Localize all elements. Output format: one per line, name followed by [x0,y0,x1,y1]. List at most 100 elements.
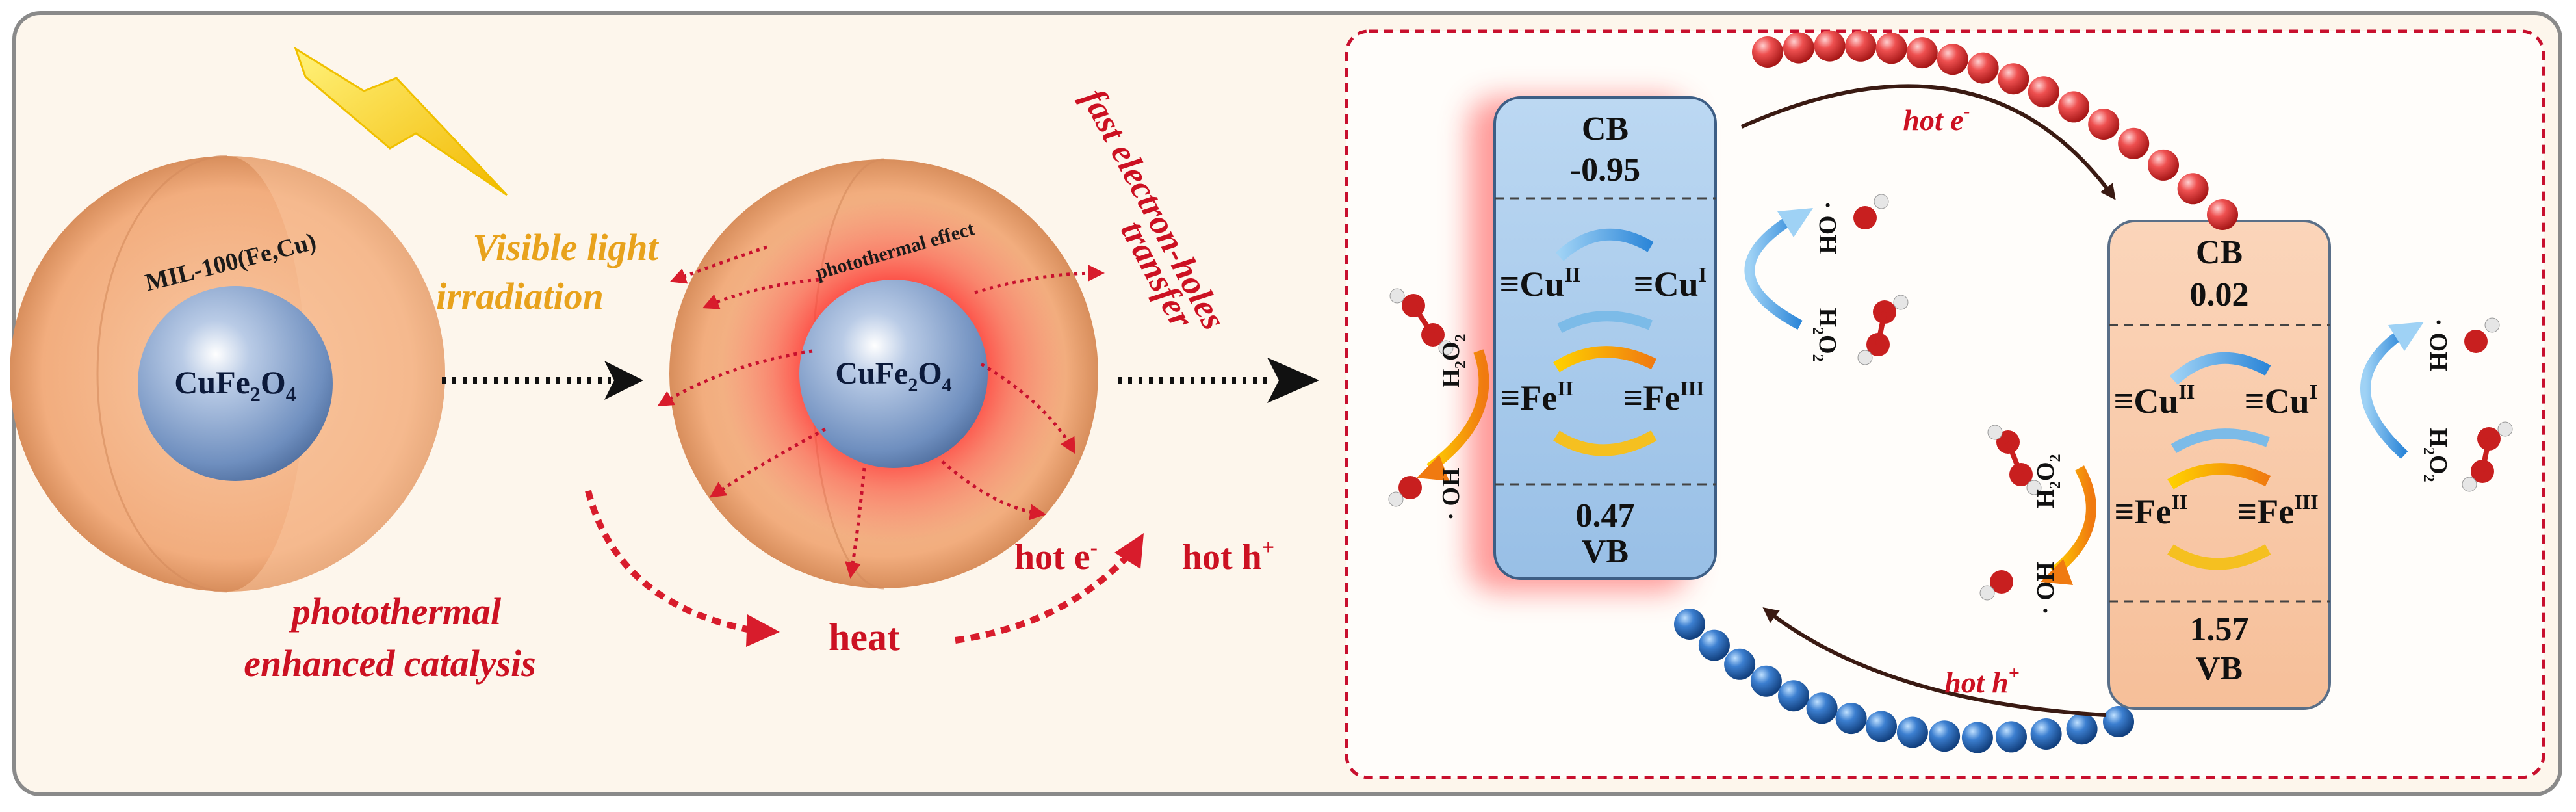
mil-cb-value: -0.95 [1570,151,1640,189]
electron-particle [2088,109,2120,140]
hole-particle [1929,720,1961,752]
cufe-right-h2o2: H2O2 [2420,428,2452,482]
hole-particle [1961,722,1993,753]
hot-e-left: hot e- [1014,536,1098,577]
electron-particle [2148,149,2179,181]
hole-particle [1896,716,1928,748]
cu-cycle-arc-bottom [1557,311,1653,334]
visible-light-line1: Visible light [472,226,659,268]
fe-cycle-arc-bottom [1553,430,1657,456]
h2o2-molecule-icon [1389,288,1454,356]
hole-particle [2103,706,2134,737]
hole-particle [1996,721,2027,753]
electron-particle [1845,30,1877,62]
electron-particle [1937,44,1968,75]
hole-particle [1806,692,1838,724]
electron-particle [1998,63,2029,95]
mil-right-reaction-arrow [1744,213,1803,330]
cufe-cu-ii: ≡CuII [2114,380,2195,421]
mil-cb-label: CB [1582,111,1629,148]
cufe2o4-core-center [799,280,988,468]
mil-left-reaction-arrow [1426,349,1489,473]
hole-particle [1778,680,1809,712]
cufe-fe-arc-top [2167,463,2271,490]
core-label-center: CuFe2O4 [835,356,951,396]
cufe-left-reaction-arrow [2050,465,2096,577]
electron-particle [2028,76,2059,108]
visible-light-line2: irradiation [436,275,604,317]
hole-particle [2066,713,2098,745]
electron-particle [2118,127,2150,159]
mil-right-oh: · OH [1814,201,1841,254]
hole-particle [1698,629,1730,661]
cufe-right-reaction-arrow [2360,327,2408,459]
mil-cu-ii: ≡CuII [1500,263,1581,304]
hole-particle [2030,718,2062,750]
cufe-cu-i: ≡CuI [2245,380,2317,421]
photothermal-line2: enhanced catalysis [244,642,535,685]
hole-particle [1674,609,1705,640]
oh-radical-icon [2464,317,2500,353]
hot-h-right: hot h+ [1944,662,2020,699]
electron-particle [1967,52,1999,84]
heat-arrow-left [585,490,754,634]
hot-e-right: hot e- [1903,100,1970,137]
arrowhead-2 [1267,358,1319,403]
heat-arrowhead-right [1114,533,1144,569]
oh-radical-icon [1979,570,2013,601]
fe-cycle-arc-top [1553,346,1657,373]
cufe-right-oh: · OH [2425,318,2452,371]
oh-radical-icon [1853,194,1889,229]
hole-particle [1724,648,1756,680]
electron-particle [1906,37,1938,69]
electron-particle [2207,199,2238,230]
mil-vb-label: VB [1582,533,1629,570]
mil-vb-value: 0.47 [1576,497,1635,534]
h2o2-molecule-icon [1987,425,2042,495]
electron-particle [2177,173,2209,205]
heat-arrow-right [955,550,1133,644]
cufe-fe-arc-bottom [2167,544,2271,570]
mil-right-species: · OH H2O2 [1744,194,1909,365]
hole-particle [1866,711,1897,742]
cufe-left-oh: · OH [2032,562,2059,614]
hot-e-transfer-arrow [1740,84,2116,200]
electron-particle [1875,33,1907,64]
mil-fe-iii: ≡FeIII [1623,376,1704,417]
hole-particles [1674,609,2134,753]
cufe-vb-label: VB [2196,650,2243,687]
heat-label: heat [829,616,900,659]
electron-particle [1783,32,1814,64]
hole-particle [1750,665,1782,697]
hot-h-transfer-arrow [1762,607,2106,717]
cufe-fe-iii: ≡FeIII [2237,490,2318,531]
oh-radical-icon [1388,476,1422,507]
cufe-left-h2o2: H2O2 [2032,454,2064,508]
mil-cu-i: ≡CuI [1634,263,1707,304]
cufe-fe-ii: ≡FeII [2115,490,2188,531]
mil-left-oh: · OH [1437,467,1465,520]
h2o2-molecule-icon [2462,421,2513,492]
cu-cycle-arc-top [1555,228,1654,261]
h2o2-molecule-icon [1857,295,1909,365]
cufe-cb-label: CB [2196,234,2243,271]
mil-sphere-left: CuFe2O4 MIL-100(Fe,Cu) [10,155,445,593]
heat-radiation-arrows [657,245,1105,579]
electron-particle [1752,36,1783,68]
mil-fe-ii: ≡FeII [1501,376,1574,417]
electron-particle [2058,91,2090,123]
electron-particles [1752,30,2238,230]
cufe-right-species: · OH H2O2 [2360,317,2513,492]
photothermal-line1: photothermal [289,590,502,633]
mil-left-species: H2O2 · OH [1388,288,1489,521]
cufe-cu-arc-top [2169,352,2271,385]
cufe-vb-value: 1.57 [2190,611,2249,648]
hot-h-left: hot h+ [1182,536,1274,577]
arrowhead-1 [604,361,643,400]
cufe-left-species: H2O2 · OH [1979,425,2096,615]
mil-band-box [1493,96,1717,580]
cufe2o4-core-left [138,286,333,481]
mil-sphere-center: CuFe2O4 photothermal effect [669,158,1098,590]
